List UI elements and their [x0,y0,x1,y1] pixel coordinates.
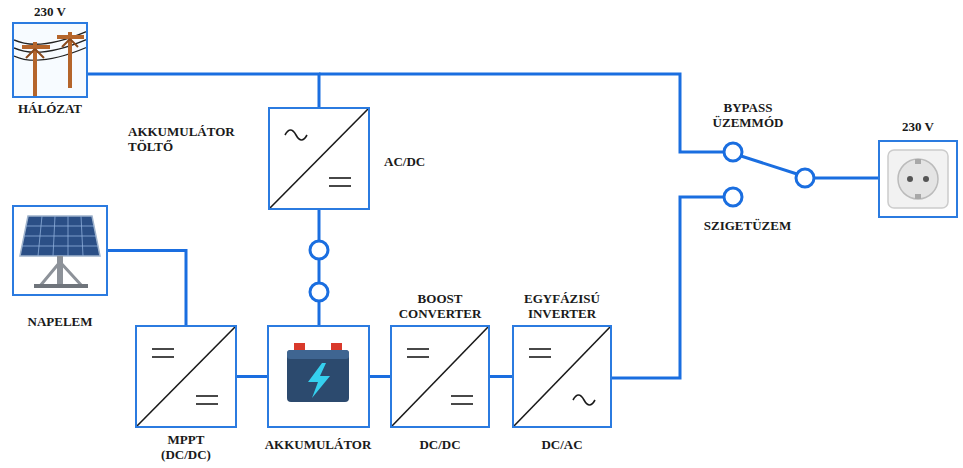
component-box: BOOST CONVERTERDC/DC [390,325,490,428]
solar-panel-icon [20,216,100,288]
power-wire [319,210,320,325]
component-box: EGYFÁZISÚ INVERTERDC/AC [512,325,612,428]
component-label: AKKUMULÁTOR TÖLTŐ [128,124,260,154]
battery-icon [287,343,349,402]
component-box: AKKUMULÁTOR [267,325,370,428]
component-box: MPPT (DC/DC) [135,325,237,428]
power-wire [370,376,390,377]
component-label: 230 V [878,119,958,134]
socket-icon [888,150,948,208]
component-label: EGYFÁZISÚ INVERTER [502,291,622,321]
component-box: AKKUMULÁTOR TÖLTŐAC/DC [268,107,370,210]
power-wire [108,251,186,326]
mode-label: BYPASS ÜZEMMÓD [703,100,793,130]
mode-label: SZIGETÜZEM [690,218,805,233]
power-wire [237,376,267,377]
component-label: AKKUMULÁTOR [258,437,378,452]
component-box: 230 VHÁLÓZAT [12,22,88,98]
converter-symbol [136,108,611,427]
component-box: 230 V [878,140,958,218]
component-label: DC/DC [400,437,480,452]
component-label: BOOST CONVERTER [390,291,490,321]
power-wire [88,74,319,107]
component-label: HÁLÓZAT [5,101,95,116]
component-label: AC/DC [384,154,444,169]
fuse-symbol [310,241,328,301]
component-box: NAPELEM [12,205,108,296]
power-wire [490,376,512,377]
switch-contact [724,143,814,206]
component-label: DC/AC [522,437,602,452]
layout-wire [319,74,878,378]
component-label: NAPELEM [10,314,110,329]
component-label: MPPT (DC/DC) [146,432,226,462]
power-line-icon [14,24,86,96]
component-label: 230 V [10,4,90,19]
